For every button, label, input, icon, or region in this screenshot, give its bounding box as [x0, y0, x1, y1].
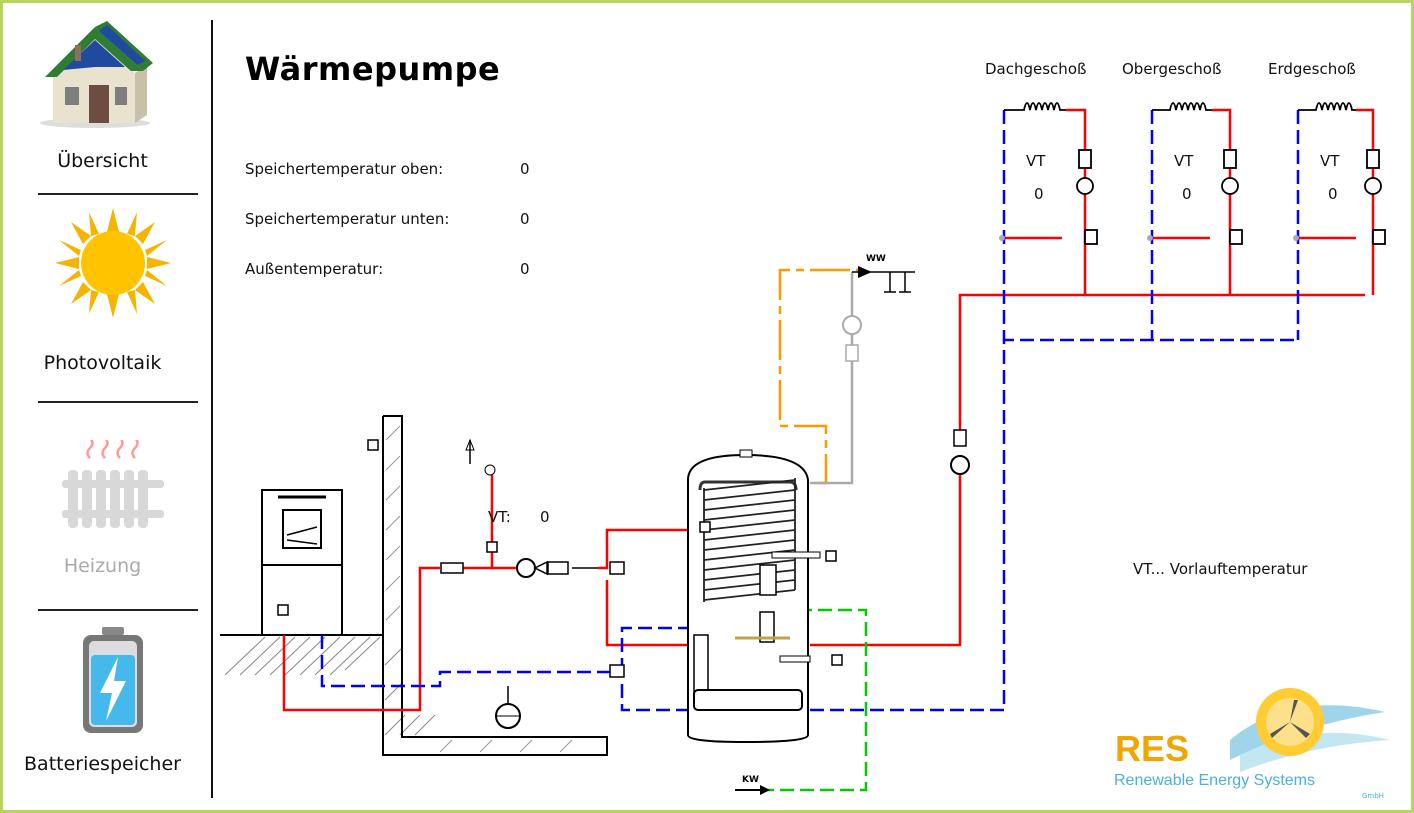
reading-label: Speichertemperatur unten:: [245, 210, 450, 228]
logo-name: RES: [1115, 728, 1190, 769]
sidebar-divider: [211, 20, 213, 798]
ww-label: WW: [866, 254, 886, 264]
pump-vt-value: 0: [540, 508, 550, 526]
nav-divider: [38, 401, 198, 403]
legend-text: VT... Vorlauftemperatur: [1133, 560, 1308, 578]
floor-vt-value: 0: [1182, 185, 1192, 203]
floor-vt-value: 0: [1328, 185, 1338, 203]
floor-vt-label: VT: [1320, 152, 1340, 170]
page-title: Wärmepumpe: [245, 50, 501, 88]
logo-suffix: GmbH: [1362, 792, 1384, 800]
nav-label-batteriespeicher: Batteriespeicher: [24, 753, 181, 775]
kw-label: KW: [742, 775, 759, 785]
pump-vt-label: VT:: [488, 508, 511, 526]
circulation-pipe: [810, 272, 854, 485]
house-icon: [40, 21, 153, 128]
cold-water-pipe: [758, 608, 868, 792]
hot-water-pipe: [755, 268, 860, 485]
kw-inlet: [735, 785, 770, 795]
nav-label-heizung: Heizung: [63, 555, 142, 577]
flow-pipes: [282, 108, 1375, 712]
floor-name: Obergeschoß: [1122, 60, 1222, 78]
reading-label: Außentemperatur:: [245, 260, 384, 278]
floor-vt-label: VT: [1026, 152, 1046, 170]
radiator-icon: [62, 440, 164, 528]
res-logo: [1230, 688, 1390, 772]
nav-item-heizung[interactable]: Heizung: [25, 410, 205, 605]
nav-divider: [38, 193, 198, 195]
reading-value: 0: [520, 210, 530, 228]
floor-vt-label: VT: [1174, 152, 1194, 170]
storage-tank: [687, 449, 843, 744]
logo-tagline: Renewable Energy Systems: [1114, 772, 1315, 789]
reading-label: Speichertemperatur oben:: [245, 160, 444, 178]
nav-item-batteriespeicher[interactable]: Batteriespeicher: [24, 615, 205, 800]
reading-value: 0: [520, 160, 530, 178]
ww-tap: [852, 266, 915, 293]
nav-item-uebersicht[interactable]: Übersicht: [25, 15, 205, 190]
floor-circuits: [1004, 102, 1386, 245]
nav-divider: [38, 609, 198, 611]
wall-ground: [220, 415, 608, 756]
pump-circuit: [440, 438, 625, 678]
battery-icon: [83, 627, 143, 733]
floor-vt-value: 0: [1034, 185, 1044, 203]
circulation-pump: [842, 315, 862, 362]
nav-label-uebersicht: Übersicht: [57, 150, 148, 172]
riser-pump: [950, 429, 970, 475]
reading-value: 0: [520, 260, 530, 278]
nav-item-photovoltaik[interactable]: Photovoltaik: [25, 200, 205, 395]
expansion-vessel: [495, 686, 521, 729]
floor-name: Dachgeschoß: [985, 60, 1087, 78]
floor-name: Erdgeschoß: [1268, 60, 1356, 78]
heat-pump-unit: [261, 489, 343, 636]
nav-label-photovoltaik: Photovoltaik: [43, 352, 162, 374]
sun-icon: [55, 208, 171, 318]
return-pipes: [320, 110, 1300, 712]
